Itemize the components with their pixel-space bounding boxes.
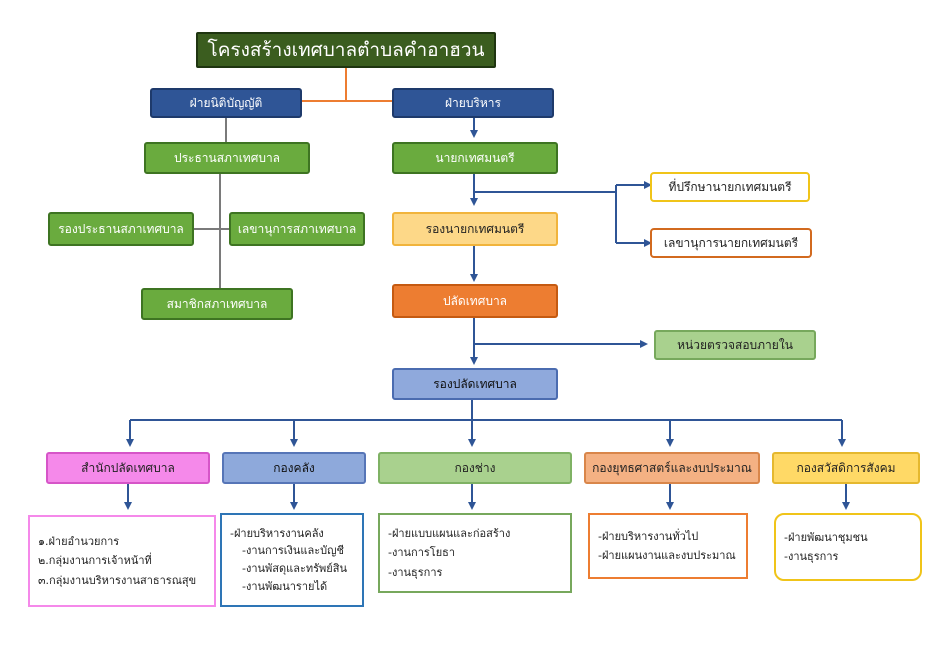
council-vice-chairman-box: รองประธานสภาเทศบาล	[48, 212, 194, 246]
deputy-mayor-box: รองนายกเทศมนตรี	[392, 212, 558, 246]
department-finance: กองคลัง	[222, 452, 366, 484]
legislative-branch-box: ฝ่ายนิติบัญญัติ	[150, 88, 302, 118]
mayor-box: นายกเทศมนตรี	[392, 142, 558, 174]
department-clerk-office-list: ๑.ฝ่ายอำนวยการ ๒.กลุ่มงานการเจ้าหน้าที่ …	[28, 515, 216, 607]
council-secretary-box: เลขานุการสภาเทศบาล	[229, 212, 365, 246]
list-item: -งานพัฒนารายได้	[242, 579, 328, 593]
internal-audit-box: หน่วยตรวจสอบภายใน	[654, 330, 816, 360]
list-item: -ฝ่ายพัฒนาชุมชน	[784, 530, 868, 544]
department-finance-list: -ฝ่ายบริหารงานคลัง -งานการเงินและบัญชี -…	[220, 513, 364, 607]
council-chairman-box: ประธานสภาเทศบาล	[144, 142, 310, 174]
list-item: ๑.ฝ่ายอำนวยการ	[38, 535, 120, 549]
org-chart-title: โครงสร้างเทศบาลตำบลคำอาฮวน	[196, 32, 496, 68]
municipal-clerk-box: ปลัดเทศบาล	[392, 284, 558, 318]
department-strategy-budget: กองยุทธศาสตร์และงบประมาณ	[584, 452, 760, 484]
list-item: -งานธุรการ	[388, 565, 443, 579]
list-item: -ฝ่ายบริหารงานทั่วไป	[598, 529, 699, 543]
list-item: -ฝ่ายแผนงานและงบประมาณ	[598, 549, 736, 562]
department-social-welfare-list: -ฝ่ายพัฒนาชุมชน -งานธุรการ	[774, 513, 922, 581]
mayor-secretary-box: เลขานุการนายกเทศมนตรี	[650, 228, 812, 258]
title-connector	[302, 67, 392, 102]
department-engineering: กองช่าง	[378, 452, 572, 484]
mayor-advisor-box: ที่ปรึกษานายกเทศมนตรี	[650, 172, 810, 202]
list-item: -งานธุรการ	[784, 550, 839, 563]
list-item: -งานการเงินและบัญชี	[242, 544, 344, 558]
list-item: ๒.กลุ่มงานการเจ้าหน้าที่	[38, 554, 152, 568]
list-item: -ฝ่ายแบบแผนและก่อสร้าง	[388, 527, 511, 541]
list-item: -งานการโยธา	[388, 546, 456, 560]
list-item: -ฝ่ายบริหารงานคลัง	[230, 526, 324, 540]
list-item: -งานพัสดุและทรัพย์สิน	[242, 562, 347, 575]
legislative-connector	[194, 117, 229, 288]
department-clerk-office: สำนักปลัดเทศบาล	[46, 452, 210, 484]
executive-connector	[124, 117, 850, 510]
executive-branch-box: ฝ่ายบริหาร	[392, 88, 554, 118]
department-engineering-list: -ฝ่ายแบบแผนและก่อสร้าง -งานการโยธา -งานธ…	[378, 513, 572, 593]
list-item: ๓.กลุ่มงานบริหารงานสาธารณสุข	[38, 573, 197, 587]
department-social-welfare: กองสวัสดิการสังคม	[772, 452, 920, 484]
department-strategy-budget-list: -ฝ่ายบริหารงานทั่วไป -ฝ่ายแผนงานและงบประ…	[588, 513, 748, 579]
deputy-clerk-box: รองปลัดเทศบาล	[392, 368, 558, 400]
council-members-box: สมาชิกสภาเทศบาล	[141, 288, 293, 320]
